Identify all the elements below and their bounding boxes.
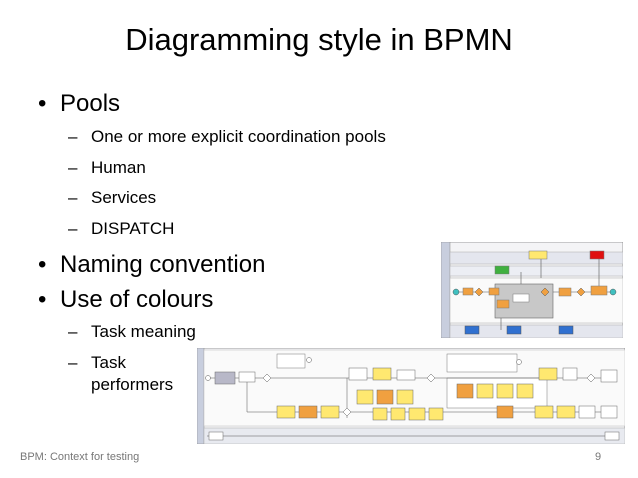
sub-bullet: –Task meaning — [68, 322, 196, 341]
sub-bullet: –DISPATCH — [68, 219, 175, 238]
sub-bullet: –One or more explicit coordination pools — [68, 127, 386, 146]
slide-title: Diagramming style in BPMN — [125, 22, 513, 57]
sub-bullet-continuation: performers — [91, 375, 174, 394]
sub-bullet: –Task — [68, 353, 126, 372]
bullet-text: Naming convention — [60, 251, 266, 278]
bpmn-diagram-thumbnail-lower — [197, 348, 625, 444]
footer-text: BPM: Context for testing — [20, 451, 140, 463]
sub-bullet: –Services — [68, 188, 157, 207]
bullet-use-of-colours: • Use of colours — [38, 286, 213, 314]
bullet-dot-icon: • — [38, 251, 47, 278]
bullet-dot-icon: • — [38, 90, 47, 117]
bullet-dot-icon: • — [38, 286, 47, 313]
bullet-text: Pools — [60, 90, 121, 117]
bullet-text: Use of colours — [60, 286, 214, 313]
bullet-naming-convention: • Naming convention — [38, 251, 265, 279]
bullet-pools: • Pools — [38, 90, 120, 118]
page-number: 9 — [595, 451, 602, 463]
sub-bullet: –Human — [68, 158, 146, 177]
bpmn-diagram-thumbnail-upper — [441, 242, 623, 338]
